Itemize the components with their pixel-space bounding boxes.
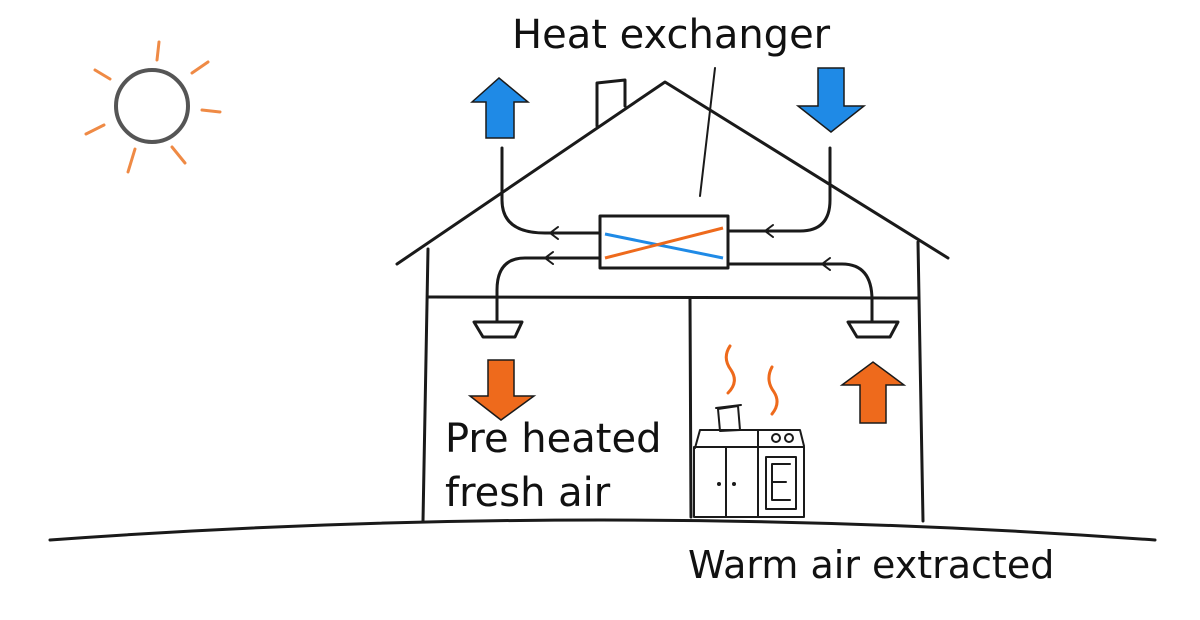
heat-exchanger-leader	[699, 67, 716, 197]
extract-vent-right	[846, 320, 900, 339]
extract-duct-right	[726, 262, 874, 324]
duct-arrowhead	[549, 226, 559, 240]
exhaust-duct-top-left	[500, 146, 602, 235]
partition-wall	[688, 296, 693, 519]
house-outline	[395, 78, 950, 523]
supply-vent-left	[472, 320, 524, 339]
ceiling	[426, 295, 920, 300]
cupboard-knob	[732, 482, 736, 486]
duct-arrowhead	[764, 224, 774, 238]
cooker-base	[693, 446, 805, 518]
heat-exchanger-box	[598, 214, 730, 270]
cooker-body	[694, 429, 805, 449]
extract-air-arrow-up	[839, 361, 907, 424]
hob-ring	[771, 433, 781, 443]
right-wall	[916, 240, 925, 523]
hob-ring	[784, 433, 794, 443]
steam-wave	[767, 365, 779, 416]
chimney	[595, 78, 627, 128]
oven-handle	[771, 463, 791, 501]
roof	[395, 80, 950, 266]
pre-heated-label-line2: fresh air	[445, 470, 611, 516]
intake-duct-top-right	[726, 146, 832, 233]
cupboard-knob	[717, 482, 721, 486]
supply-duct-left	[495, 256, 602, 324]
heat-exchanger-label: Heat exchanger	[512, 12, 831, 58]
sun-icon	[84, 40, 222, 174]
left-wall	[421, 247, 430, 523]
pre-heated-label-line1: Pre heated	[445, 416, 661, 462]
fresh-air-arrow-down	[795, 67, 867, 133]
warm-air-extracted-label: Warm air extracted	[688, 543, 1054, 587]
sun-disc	[114, 68, 190, 144]
steam-wave	[724, 344, 736, 395]
exchanger-cold-path	[604, 232, 724, 260]
duct-arrowhead	[821, 257, 831, 271]
exhaust-air-arrow-up	[470, 77, 531, 139]
oven-door	[765, 456, 797, 510]
exchanger-warm-path	[604, 226, 724, 260]
pot	[715, 404, 742, 432]
ground-line	[48, 518, 1157, 542]
sun-rays	[84, 40, 222, 174]
heat-exchanger-unit	[598, 214, 730, 270]
supply-air-arrow-down	[467, 359, 537, 421]
duct-arrowhead	[544, 251, 554, 265]
cooker	[693, 344, 805, 518]
ducts	[495, 146, 874, 324]
